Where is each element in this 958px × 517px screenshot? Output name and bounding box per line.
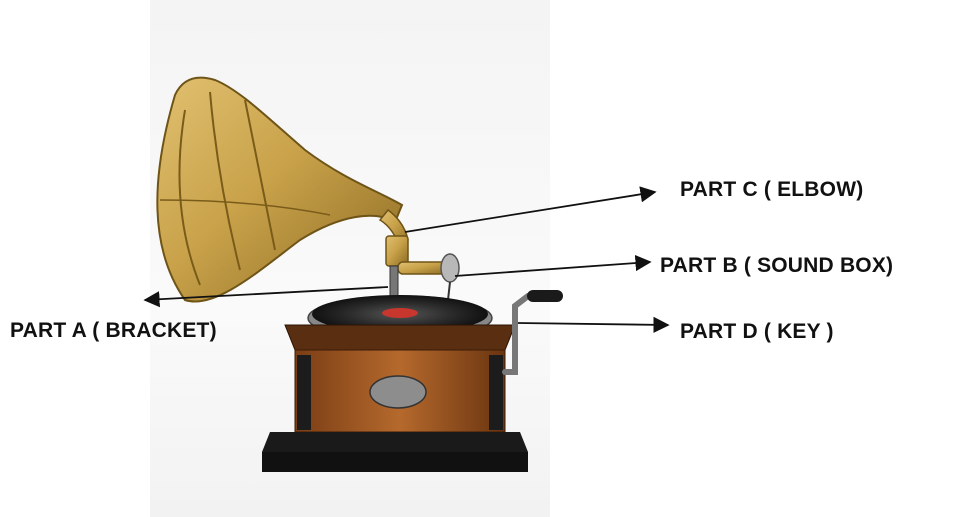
horn	[157, 78, 402, 302]
cabinet-base-step	[262, 432, 528, 452]
elbow	[380, 210, 448, 274]
arrow-part-b	[455, 262, 650, 276]
label-part-b: PART B ( SOUND BOX)	[660, 254, 893, 278]
crank-key	[505, 290, 563, 372]
sound-box	[441, 254, 459, 300]
arrow-part-c	[405, 192, 655, 232]
cabinet-top-rim	[285, 325, 515, 350]
cabinet-column	[489, 355, 503, 430]
label-part-c: PART C ( ELBOW)	[680, 178, 863, 202]
cabinet-base	[262, 452, 528, 472]
label-part-a: PART A ( BRACKET)	[10, 319, 217, 343]
record-label	[382, 308, 418, 318]
crank-handle	[527, 290, 563, 302]
cabinet-emblem	[370, 376, 426, 408]
arrow-part-d	[518, 323, 668, 325]
cabinet	[262, 325, 528, 472]
sound-box-disc	[441, 254, 459, 282]
cabinet-column	[297, 355, 311, 430]
label-part-d: PART D ( KEY )	[680, 320, 834, 344]
needle	[448, 282, 450, 300]
